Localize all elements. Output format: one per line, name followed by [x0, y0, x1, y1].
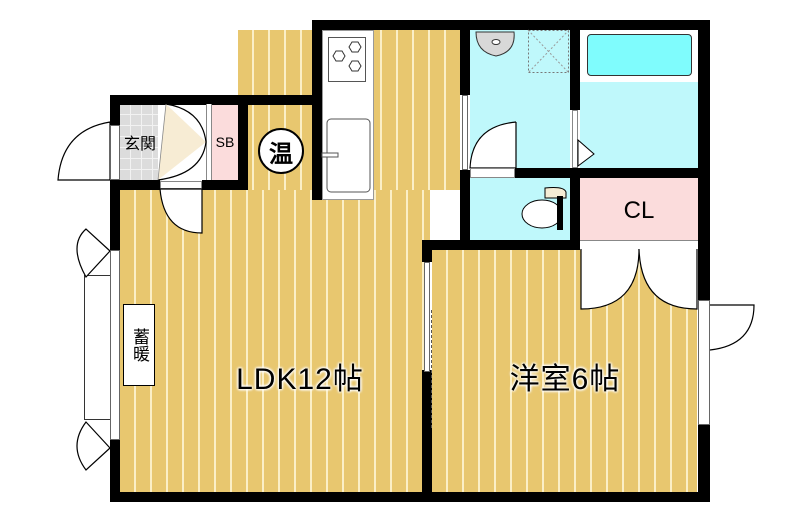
wall — [515, 168, 710, 178]
washroom-door-icon[interactable] — [469, 121, 522, 177]
western-room-floor — [432, 250, 697, 500]
closet-double-door-icon[interactable] — [580, 248, 699, 311]
stove-icon — [328, 37, 366, 82]
wall — [110, 180, 160, 190]
ldk-label: LDK12帖 — [236, 363, 364, 396]
bathtub-icon — [587, 34, 692, 76]
wall — [110, 492, 710, 502]
washroom-door-sill — [470, 168, 515, 178]
wall — [422, 370, 432, 502]
shoebox-divider — [206, 104, 212, 180]
wall — [698, 20, 710, 300]
wall — [110, 440, 120, 502]
ldk-window-sash — [84, 275, 110, 420]
wall — [570, 20, 580, 110]
wall — [422, 240, 432, 262]
ldk-floor — [120, 188, 430, 498]
entrance-label: 玄関 — [123, 136, 156, 153]
wall — [238, 100, 248, 190]
wash-basin-icon — [475, 31, 515, 57]
wall — [312, 20, 322, 105]
western-room-window[interactable] — [698, 300, 710, 425]
ldk-door-opening — [160, 181, 202, 189]
western-room-label: 洋室6帖 — [509, 363, 621, 396]
wall — [110, 95, 320, 105]
wall — [110, 95, 120, 125]
toilet-icon — [521, 187, 567, 230]
sliding-door-track — [431, 310, 434, 428]
ldk-window[interactable] — [110, 250, 120, 440]
water-heater-icon: 温 — [258, 128, 304, 174]
closet-area — [580, 178, 698, 240]
storage-heater-label: 蓄暖 — [130, 328, 149, 362]
washing-machine-space-icon — [527, 29, 570, 74]
storage-heater: 蓄暖 — [123, 304, 155, 386]
sliding-door[interactable] — [424, 262, 430, 372]
wall — [460, 20, 470, 95]
front-door-icon[interactable] — [57, 120, 113, 182]
entrance-tile — [120, 104, 158, 180]
front-door-opening — [110, 125, 120, 180]
wall — [202, 180, 248, 190]
shoebox-label: SB — [215, 134, 235, 150]
sink-icon — [321, 118, 371, 193]
shoebox-area — [212, 104, 238, 180]
wall — [312, 20, 710, 30]
closet-door-sill — [580, 240, 698, 249]
washroom-sliding-door[interactable] — [462, 95, 468, 170]
wall — [460, 170, 470, 250]
wall — [110, 180, 120, 250]
wall — [570, 170, 580, 250]
wall — [312, 95, 322, 200]
wall — [422, 240, 580, 250]
water-heater-label: 温 — [269, 140, 293, 168]
window-swing-icon — [709, 304, 755, 351]
closet-label: CL — [623, 197, 655, 224]
window-shutter-icon — [76, 228, 111, 279]
ldk-door-icon[interactable] — [159, 188, 205, 239]
bath-door-icon[interactable] — [577, 138, 598, 168]
window-shutter-icon — [76, 421, 111, 471]
entrance-double-door-icon[interactable] — [157, 103, 208, 181]
wall — [698, 425, 710, 502]
